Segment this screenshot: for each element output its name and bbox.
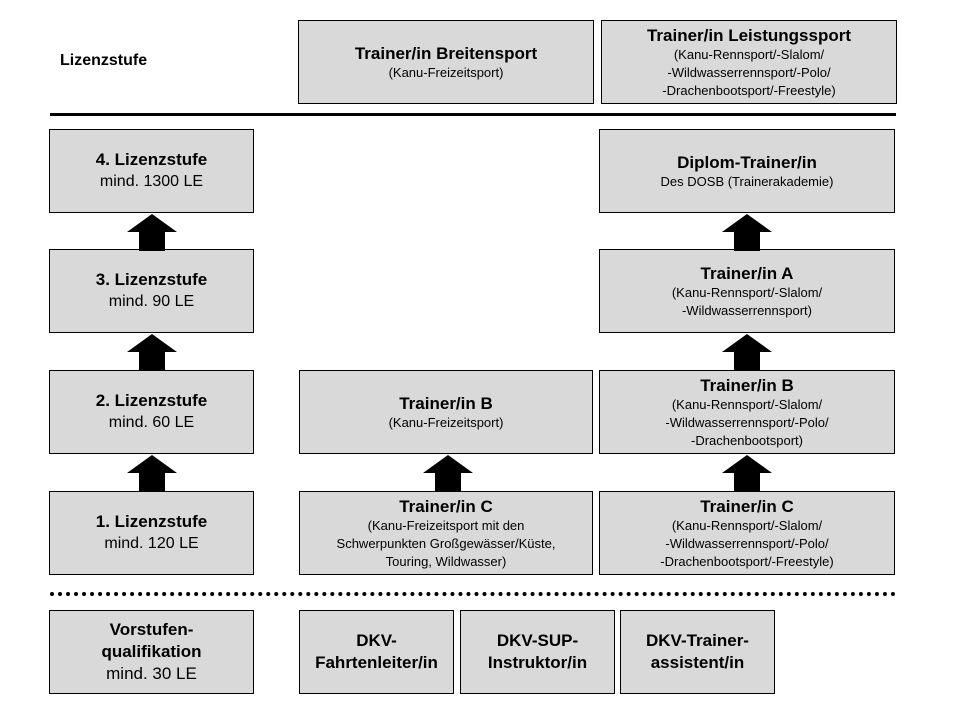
box-title: Trainer/in A [700, 263, 794, 283]
leistungssport-header-title: Trainer/in Leistungssport [646, 25, 852, 45]
box-line: -Drachenbootsport) [691, 432, 803, 448]
breitensport-header-box: Trainer/in Breitensport (Kanu-Freizeitsp… [298, 20, 594, 104]
dkv-sup-instruktor-box: DKV-SUP- Instruktor/in [460, 610, 615, 694]
leistungssport-trainer-c-box: Trainer/in C (Kanu-Rennsport/-Slalom/ -W… [599, 491, 895, 575]
box-line: (Kanu-Rennsport/-Slalom/ [671, 284, 823, 300]
box-title: Trainer/in B [399, 393, 493, 413]
level-title: 2. Lizenzstufe [95, 391, 208, 410]
leistungssport-trainer-b-box: Trainer/in B (Kanu-Rennsport/-Slalom/ -W… [599, 370, 895, 454]
leistungssport-header-line: -Wildwasserrennsport/-Polo/ [667, 64, 831, 80]
level-1-box: 1. Lizenzstufe mind. 120 LE [49, 491, 254, 575]
up-arrow-icon [722, 334, 772, 371]
box-line: (Kanu-Freizeitsport) [388, 414, 504, 430]
up-arrow-icon [722, 214, 772, 251]
box-line: -Drachenbootsport/-Freestyle) [660, 553, 834, 569]
level-3-box: 3. Lizenzstufe mind. 90 LE [49, 249, 254, 333]
leistungssport-header-box: Trainer/in Leistungssport (Kanu-Rennspor… [601, 20, 897, 104]
prestage-line: Vorstufen- [109, 620, 194, 639]
header-separator-line [50, 113, 896, 116]
breitensport-header-subtitle: (Kanu-Freizeitsport) [388, 64, 504, 80]
level-4-box: 4. Lizenzstufe mind. 1300 LE [49, 129, 254, 213]
dkv-line: Fahrtenleiter/in [315, 653, 438, 672]
box-title: Trainer/in C [700, 496, 794, 516]
up-arrow-icon [127, 455, 177, 492]
dkv-trainer-assistent-box: DKV-Trainer- assistent/in [620, 610, 775, 694]
dkv-line: DKV-SUP- [496, 631, 579, 650]
up-arrow-icon [722, 455, 772, 492]
box-title: Trainer/in B [700, 375, 794, 395]
box-line: (Kanu-Freizeitsport mit den [367, 517, 525, 533]
level-sub: mind. 90 LE [108, 293, 195, 310]
box-line: -Wildwasserrennsport/-Polo/ [665, 414, 829, 430]
level-title: 1. Lizenzstufe [95, 512, 208, 531]
box-line: Touring, Wildwasser) [385, 553, 507, 569]
box-line: (Kanu-Rennsport/-Slalom/ [671, 396, 823, 412]
box-line: -Wildwasserrennsport) [681, 302, 813, 318]
box-line: -Wildwasserrennsport/-Polo/ [665, 535, 829, 551]
box-title: Trainer/in C [399, 496, 493, 516]
dkv-line: DKV- [356, 631, 397, 650]
box-title: Diplom-Trainer/in [677, 152, 817, 172]
leistungssport-trainer-a-box: Trainer/in A (Kanu-Rennsport/-Slalom/ -W… [599, 249, 895, 333]
level-title: 4. Lizenzstufe [95, 150, 208, 169]
box-line: Des DOSB (Trainerakademie) [660, 173, 834, 189]
header-label: Lizenzstufe [60, 52, 148, 69]
dkv-line: DKV-Trainer- [646, 631, 749, 650]
prestage-box: Vorstufen- qualifikation mind. 30 LE [49, 610, 254, 694]
leistungssport-header-line: (Kanu-Rennsport/-Slalom/ [673, 46, 825, 62]
level-sub: mind. 120 LE [104, 535, 199, 552]
up-arrow-icon [127, 334, 177, 371]
breitensport-header-title: Trainer/in Breitensport [354, 43, 538, 63]
dkv-line: assistent/in [650, 653, 745, 672]
box-line: (Kanu-Rennsport/-Slalom/ [671, 517, 823, 533]
level-title: 3. Lizenzstufe [95, 270, 208, 289]
up-arrow-icon [127, 214, 177, 251]
leistungssport-header-line: -Drachenbootsport/-Freestyle) [662, 82, 836, 98]
level-sub: mind. 1300 LE [99, 173, 204, 190]
breitensport-trainer-b-box: Trainer/in B (Kanu-Freizeitsport) [299, 370, 593, 454]
dkv-line: Instruktor/in [487, 653, 588, 672]
dkv-fahrtenleiter-box: DKV- Fahrtenleiter/in [299, 610, 454, 694]
up-arrow-icon [423, 455, 473, 492]
box-line: Schwerpunkten Großgewässer/Küste, [336, 535, 556, 551]
prestage-line: qualifikation [101, 642, 202, 661]
diplom-trainer-box: Diplom-Trainer/in Des DOSB (Trainerakade… [599, 129, 895, 213]
level-sub: mind. 60 LE [108, 414, 195, 431]
level-2-box: 2. Lizenzstufe mind. 60 LE [49, 370, 254, 454]
prestage-line: mind. 30 LE [106, 664, 197, 683]
prestage-separator-line [50, 592, 896, 596]
breitensport-trainer-c-box: Trainer/in C (Kanu-Freizeitsport mit den… [299, 491, 593, 575]
